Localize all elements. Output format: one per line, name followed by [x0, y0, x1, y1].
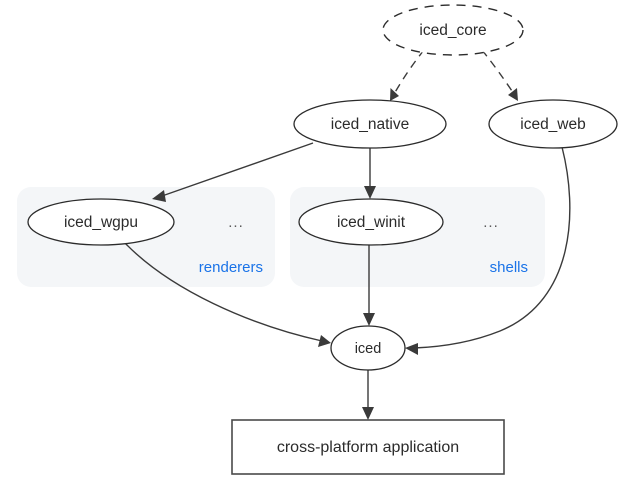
node-iced-winit-label: iced_winit: [337, 214, 406, 231]
node-iced-native-shape[interactable]: [293, 99, 447, 149]
edge-winit-to-iced-arrowhead: [363, 313, 375, 326]
node-iced-core[interactable]: iced_core: [382, 4, 524, 56]
edge-native-to-winit: [364, 148, 376, 199]
node-iced-web[interactable]: iced_web: [488, 99, 618, 149]
node-application-label: cross-platform application: [277, 439, 459, 456]
edge-native-to-winit-arrowhead: [364, 186, 376, 199]
node-iced-wgpu[interactable]: iced_wgpu: [27, 198, 175, 246]
cluster-renderers-label: renderers: [199, 259, 263, 276]
edge-web-to-iced-arrowhead: [405, 343, 418, 355]
edge-wgpu-to-iced-line: [123, 241, 323, 342]
node-application[interactable]: cross-platform application: [231, 419, 505, 475]
node-iced-wgpu-label: iced_wgpu: [64, 214, 138, 231]
edge-iced-to-application-arrowhead: [362, 407, 374, 420]
edge-winit-to-iced: [363, 245, 375, 326]
edge-wgpu-to-iced-arrowhead: [318, 335, 331, 347]
node-iced-wgpu-shape[interactable]: [27, 198, 175, 246]
node-iced-core-shape[interactable]: [382, 4, 524, 56]
edge-core-to-web: [481, 49, 518, 101]
node-application-shape[interactable]: [231, 419, 505, 475]
cluster-shells-label: shells: [490, 259, 528, 276]
shells-more-ellipsis: ...: [483, 214, 499, 231]
edge-core-to-native-arrowhead: [390, 88, 399, 101]
edge-native-to-wgpu-line: [161, 142, 314, 197]
node-iced-native-label: iced_native: [331, 116, 409, 133]
edge-iced-to-application: [362, 370, 374, 420]
node-iced-web-shape[interactable]: [488, 99, 618, 149]
node-iced-core-label: iced_core: [419, 22, 486, 39]
edge-native-to-wgpu-arrowhead: [152, 190, 166, 202]
node-iced-shape[interactable]: [330, 325, 406, 371]
edge-core-to-native: [390, 49, 425, 101]
edge-web-to-iced-line: [413, 146, 571, 349]
edge-core-to-web-arrowhead: [508, 88, 518, 101]
edge-core-to-native-line: [393, 49, 425, 95]
node-iced-web-label: iced_web: [520, 116, 586, 133]
edge-core-to-web-line: [481, 49, 515, 95]
edge-native-to-wgpu: [152, 142, 314, 202]
node-iced-native[interactable]: iced_native: [293, 99, 447, 149]
node-iced[interactable]: iced: [330, 325, 406, 371]
edge-wgpu-to-iced: [123, 241, 331, 347]
edge-web-to-iced: [405, 146, 571, 355]
node-iced-winit-shape[interactable]: [298, 198, 444, 246]
renderers-more-ellipsis: ...: [228, 214, 244, 231]
node-iced-winit[interactable]: iced_winit: [298, 198, 444, 246]
node-iced-label: iced: [355, 341, 382, 357]
